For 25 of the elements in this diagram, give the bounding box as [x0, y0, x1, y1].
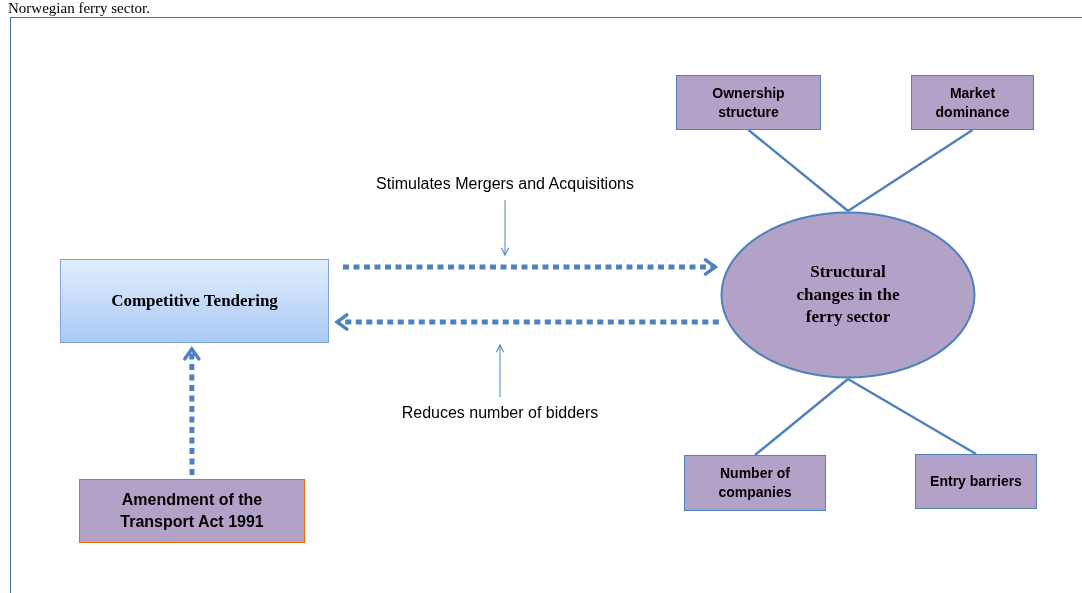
annotation-text: Stimulates Mergers and Acquisitions	[376, 174, 634, 195]
node-label: Competitive Tendering	[111, 289, 278, 312]
dotted-arrow	[335, 313, 719, 331]
leader-arrow	[500, 199, 510, 256]
node-label: Entry barriers	[930, 472, 1022, 491]
annotation-text: Reduces number of bidders	[401, 403, 599, 424]
node-label: Number of companies	[717, 464, 793, 502]
caption-text: Norwegian ferry sector.	[8, 0, 151, 17]
node-label: Market dominance	[934, 83, 1011, 122]
node-label: Ownership structure	[711, 83, 786, 122]
connector-line	[847, 128, 974, 213]
node-label: Structural changes in the ferry sector	[795, 260, 901, 329]
connector-line	[747, 129, 849, 212]
process-box	[60, 259, 329, 343]
connector-line	[847, 377, 977, 456]
category-box	[684, 455, 826, 511]
leader-arrow	[495, 344, 505, 398]
process-box	[79, 479, 305, 543]
category-box	[911, 75, 1034, 130]
category-box	[915, 454, 1037, 509]
category-box	[676, 75, 821, 130]
connector-line	[754, 378, 849, 456]
dotted-arrow	[343, 258, 717, 276]
node-label: Amendment of the Transport Act 1991	[119, 490, 265, 532]
dotted-arrow	[183, 347, 201, 475]
